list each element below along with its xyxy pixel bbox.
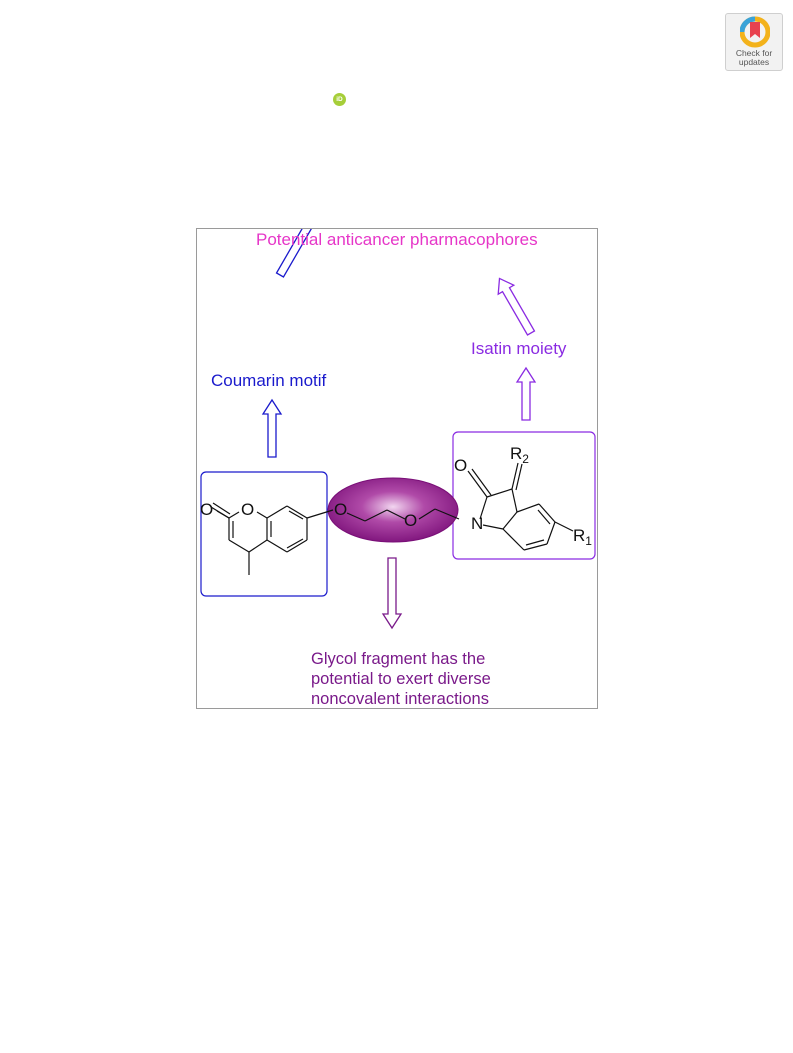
badge-line1: Check for [735, 48, 773, 58]
atom-o-ring: O [241, 500, 254, 519]
atom-r2: R2 [510, 444, 529, 466]
arrow-isatin-to-title [497, 277, 536, 336]
glycol-chain [346, 508, 460, 522]
atom-n: N [471, 514, 483, 533]
arrow-down-glycol [381, 557, 403, 630]
arrow-up-coumarin [261, 398, 283, 458]
glycol-label: Glycol fragment has the potential to exe… [311, 649, 541, 709]
check-for-updates-badge[interactable]: Check for updates [725, 13, 783, 71]
coumarin-carbonyl-bond [210, 502, 231, 519]
isatin-structure [467, 462, 574, 551]
arrow-up-isatin [515, 366, 537, 421]
glycol-ellipse [327, 477, 459, 543]
coumarin-box [200, 471, 328, 597]
isatin-label: Isatin moiety [471, 339, 567, 358]
atom-r1: R1 [573, 526, 592, 548]
graphical-abstract-figure: O O O O O N R2 R1 Potential anticancer p… [196, 228, 598, 709]
atom-o-carbonyl-right: O [454, 456, 467, 475]
glycol-line2: potential to exert diverse [311, 670, 491, 688]
glycol-line3: noncovalent interactions [311, 690, 489, 708]
glycol-line1: Glycol fragment has the [311, 650, 486, 668]
arrow-coumarin-to-title [275, 229, 322, 278]
crossmark-icon [740, 16, 770, 48]
atom-o-ether1: O [334, 500, 347, 519]
figure-title: Potential anticancer pharmacophores [256, 230, 538, 249]
figure-drawing: O O O O O N R2 R1 [200, 229, 596, 630]
orcid-icon[interactable]: iD [333, 93, 346, 106]
atom-o-carbonyl-left: O [200, 500, 213, 519]
isatin-box [452, 431, 596, 560]
coumarin-label: Coumarin motif [211, 371, 327, 390]
coumarin-structure [216, 505, 334, 575]
atom-o-ether2: O [404, 511, 417, 530]
badge-line2: updates [738, 57, 770, 67]
atom-labels: O O O O O N R2 R1 [200, 444, 592, 548]
